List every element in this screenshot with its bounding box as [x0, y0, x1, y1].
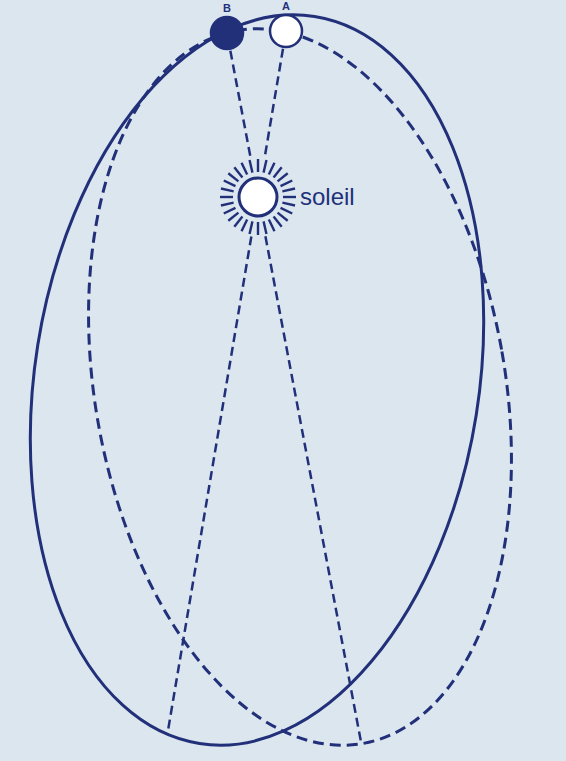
sun-ray: [228, 213, 238, 221]
sun-ray: [250, 160, 253, 173]
planet-disc: [211, 17, 243, 49]
sun-ray: [224, 181, 236, 187]
sun-ray: [269, 220, 275, 232]
sun-ray: [281, 208, 293, 214]
sun-ray: [224, 208, 236, 214]
solid-orbit: [0, 0, 534, 761]
sun-ray: [278, 213, 288, 221]
sun-disc: [239, 178, 277, 216]
sight-line: [265, 49, 283, 158]
sun-ray: [282, 189, 295, 192]
sight-line: [230, 51, 250, 158]
sun-ray: [228, 173, 238, 181]
planet-label: A: [282, 1, 290, 12]
sun-ray: [278, 173, 288, 181]
sun-ray: [282, 203, 295, 206]
sun-ray: [242, 163, 248, 175]
sun-ray: [257, 222, 259, 235]
planet-disc: [270, 15, 302, 47]
sun-ray: [250, 221, 253, 234]
sun-ray: [264, 221, 267, 234]
sun-ray: [220, 196, 233, 198]
sun-ray: [274, 167, 282, 177]
sun-symbol: [218, 157, 298, 237]
sun-label: soleil: [300, 183, 355, 211]
dashed-orbit: [35, 0, 564, 761]
sun-node: soleil: [218, 157, 355, 237]
sun-ray: [242, 220, 248, 232]
sight-line-extension: [168, 236, 251, 731]
planet-node: A: [268, 1, 304, 49]
sun-ray: [264, 160, 267, 173]
sun-ray: [283, 196, 296, 198]
sun-ray: [269, 163, 275, 175]
sun-ray: [221, 203, 234, 206]
sun-ray: [257, 159, 259, 172]
planet-label: B: [223, 3, 231, 14]
sun-ray: [281, 181, 293, 187]
planet-symbol: [268, 13, 304, 49]
sun-ray: [234, 167, 242, 177]
sight-line-extension: [265, 236, 361, 743]
planet-symbol: [209, 15, 245, 51]
sun-ray: [234, 217, 242, 227]
sun-ray: [221, 189, 234, 192]
sun-ray: [274, 217, 282, 227]
planet-node: B: [209, 3, 245, 51]
